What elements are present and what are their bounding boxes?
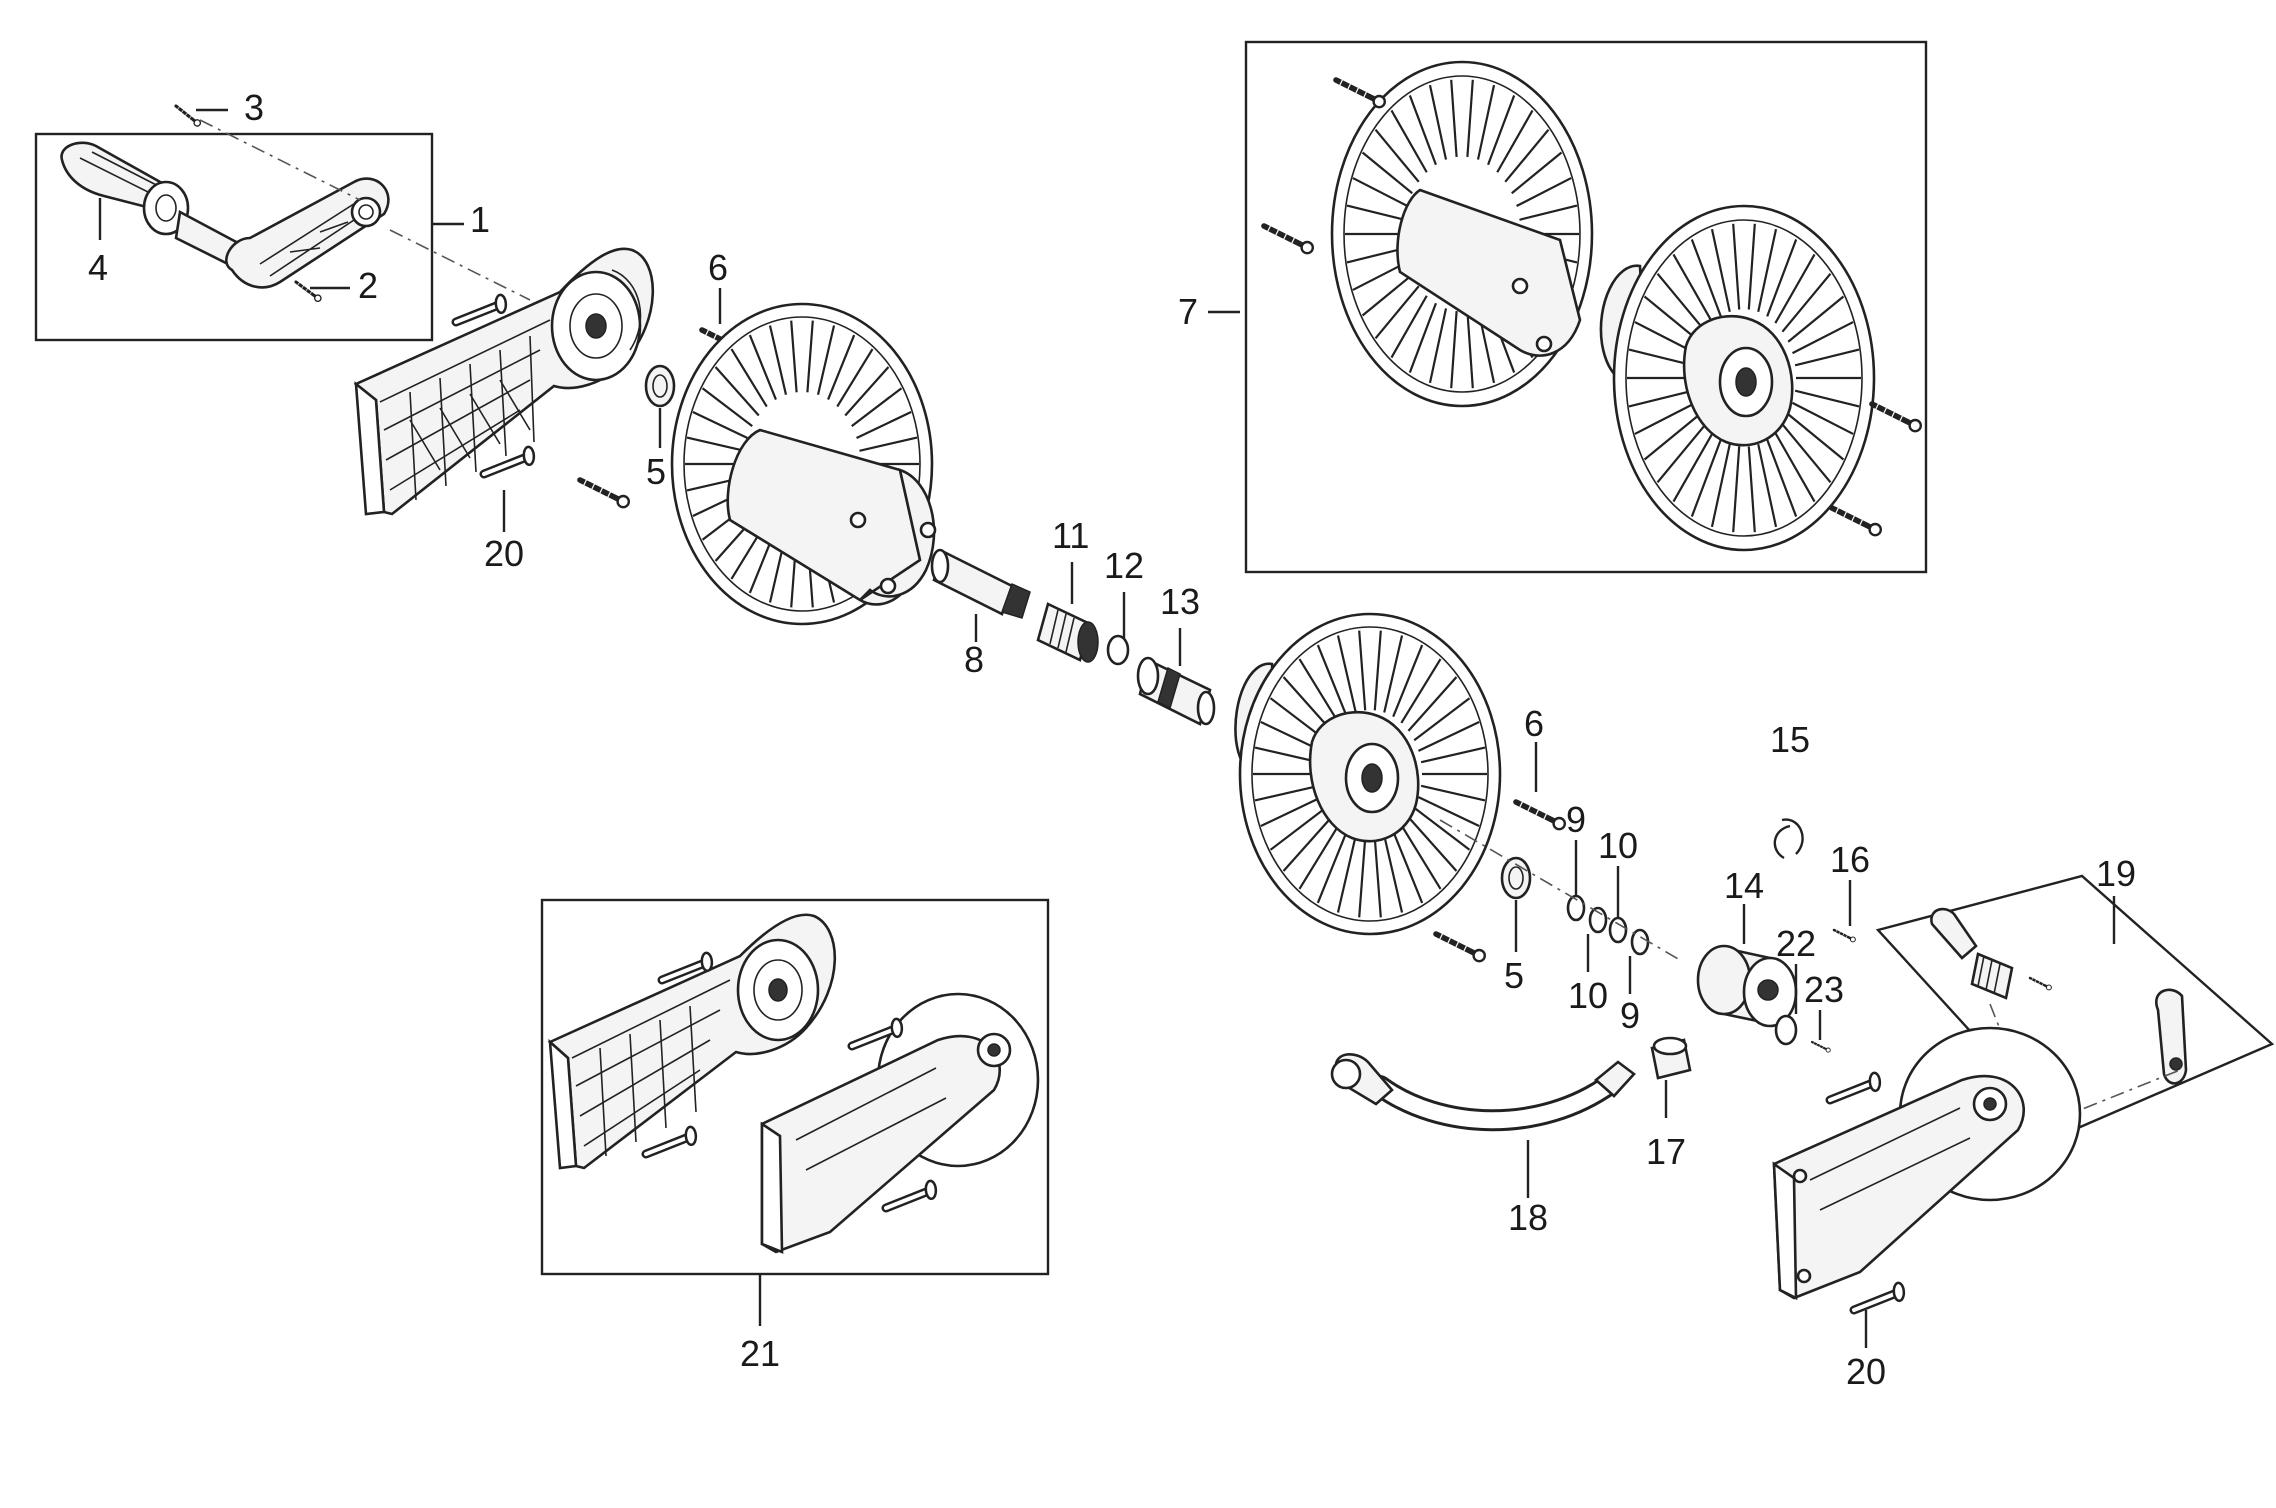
hose-connector (1650, 1036, 1692, 1080)
callout-11: 11 (1052, 515, 1089, 556)
callout-19: 19 (2096, 853, 2136, 894)
callout-9-top: 9 (1566, 799, 1586, 840)
callout-5-right: 5 (1504, 955, 1524, 996)
callout-14: 14 (1724, 865, 1764, 906)
knob-14 (1696, 944, 1798, 1028)
callout-3: 3 (244, 87, 264, 128)
callout-16: 16 (1830, 839, 1870, 880)
o-rings (1566, 894, 1650, 956)
left-drum-flange (670, 302, 937, 626)
callout-labels: 1 2 3 4 5 6 7 8 11 12 13 20 6 9 10 10 9 … (88, 87, 2136, 1392)
threaded-fitting (1036, 602, 1099, 663)
callout-10-top: 10 (1598, 825, 1638, 866)
right-drum-flange (1234, 612, 1502, 936)
callout-13: 13 (1160, 581, 1200, 622)
crank-handle-assembly (34, 102, 531, 342)
callout-17: 17 (1646, 1131, 1686, 1172)
callout-5-left: 5 (646, 451, 666, 492)
bracket-set-box (540, 898, 1050, 1276)
drum-assembly-box (1244, 40, 1928, 574)
callout-1: 1 (470, 199, 490, 240)
axle-shaft (930, 548, 1031, 619)
callout-9-bottom: 9 (1620, 995, 1640, 1036)
nut-left (644, 364, 676, 408)
callout-8: 8 (964, 639, 984, 680)
callout-15: 15 (1770, 719, 1810, 760)
callout-2: 2 (358, 265, 378, 306)
callout-4: 4 (88, 247, 108, 288)
screw-lower-left (580, 477, 629, 507)
callout-23: 23 (1804, 969, 1844, 1010)
callout-6-left: 6 (708, 247, 728, 288)
screw-23 (1810, 1039, 1832, 1054)
leader-lines (98, 108, 2116, 1348)
callout-22: 22 (1776, 923, 1816, 964)
callout-12: 12 (1104, 545, 1144, 586)
reel-brake-assembly (1875, 874, 2275, 1136)
grip-washer (142, 180, 190, 236)
screw-16 (1832, 927, 1857, 944)
crank-handle-box (34, 132, 434, 342)
drum-assembly-7 (1244, 40, 1928, 574)
callout-20-right: 20 (1846, 1351, 1886, 1392)
circlip (1773, 818, 1804, 860)
washer-22 (1774, 1014, 1798, 1046)
o-ring-12 (1106, 634, 1130, 666)
callout-7: 7 (1178, 291, 1198, 332)
left-wall-bracket (353, 247, 655, 516)
bracket-set-21 (540, 898, 1050, 1276)
callout-18: 18 (1508, 1197, 1548, 1238)
screw-6-right (1516, 799, 1565, 829)
callout-20-left: 20 (484, 533, 524, 574)
right-wall-bracket (1772, 1026, 2082, 1310)
swivel-joint (1136, 656, 1216, 726)
leader-hose (1330, 1053, 1636, 1132)
callout-10-bottom: 10 (1568, 975, 1608, 1016)
callout-6-right: 6 (1524, 703, 1544, 744)
callout-21: 21 (740, 1333, 780, 1374)
screw-lower-right (1436, 931, 1485, 961)
